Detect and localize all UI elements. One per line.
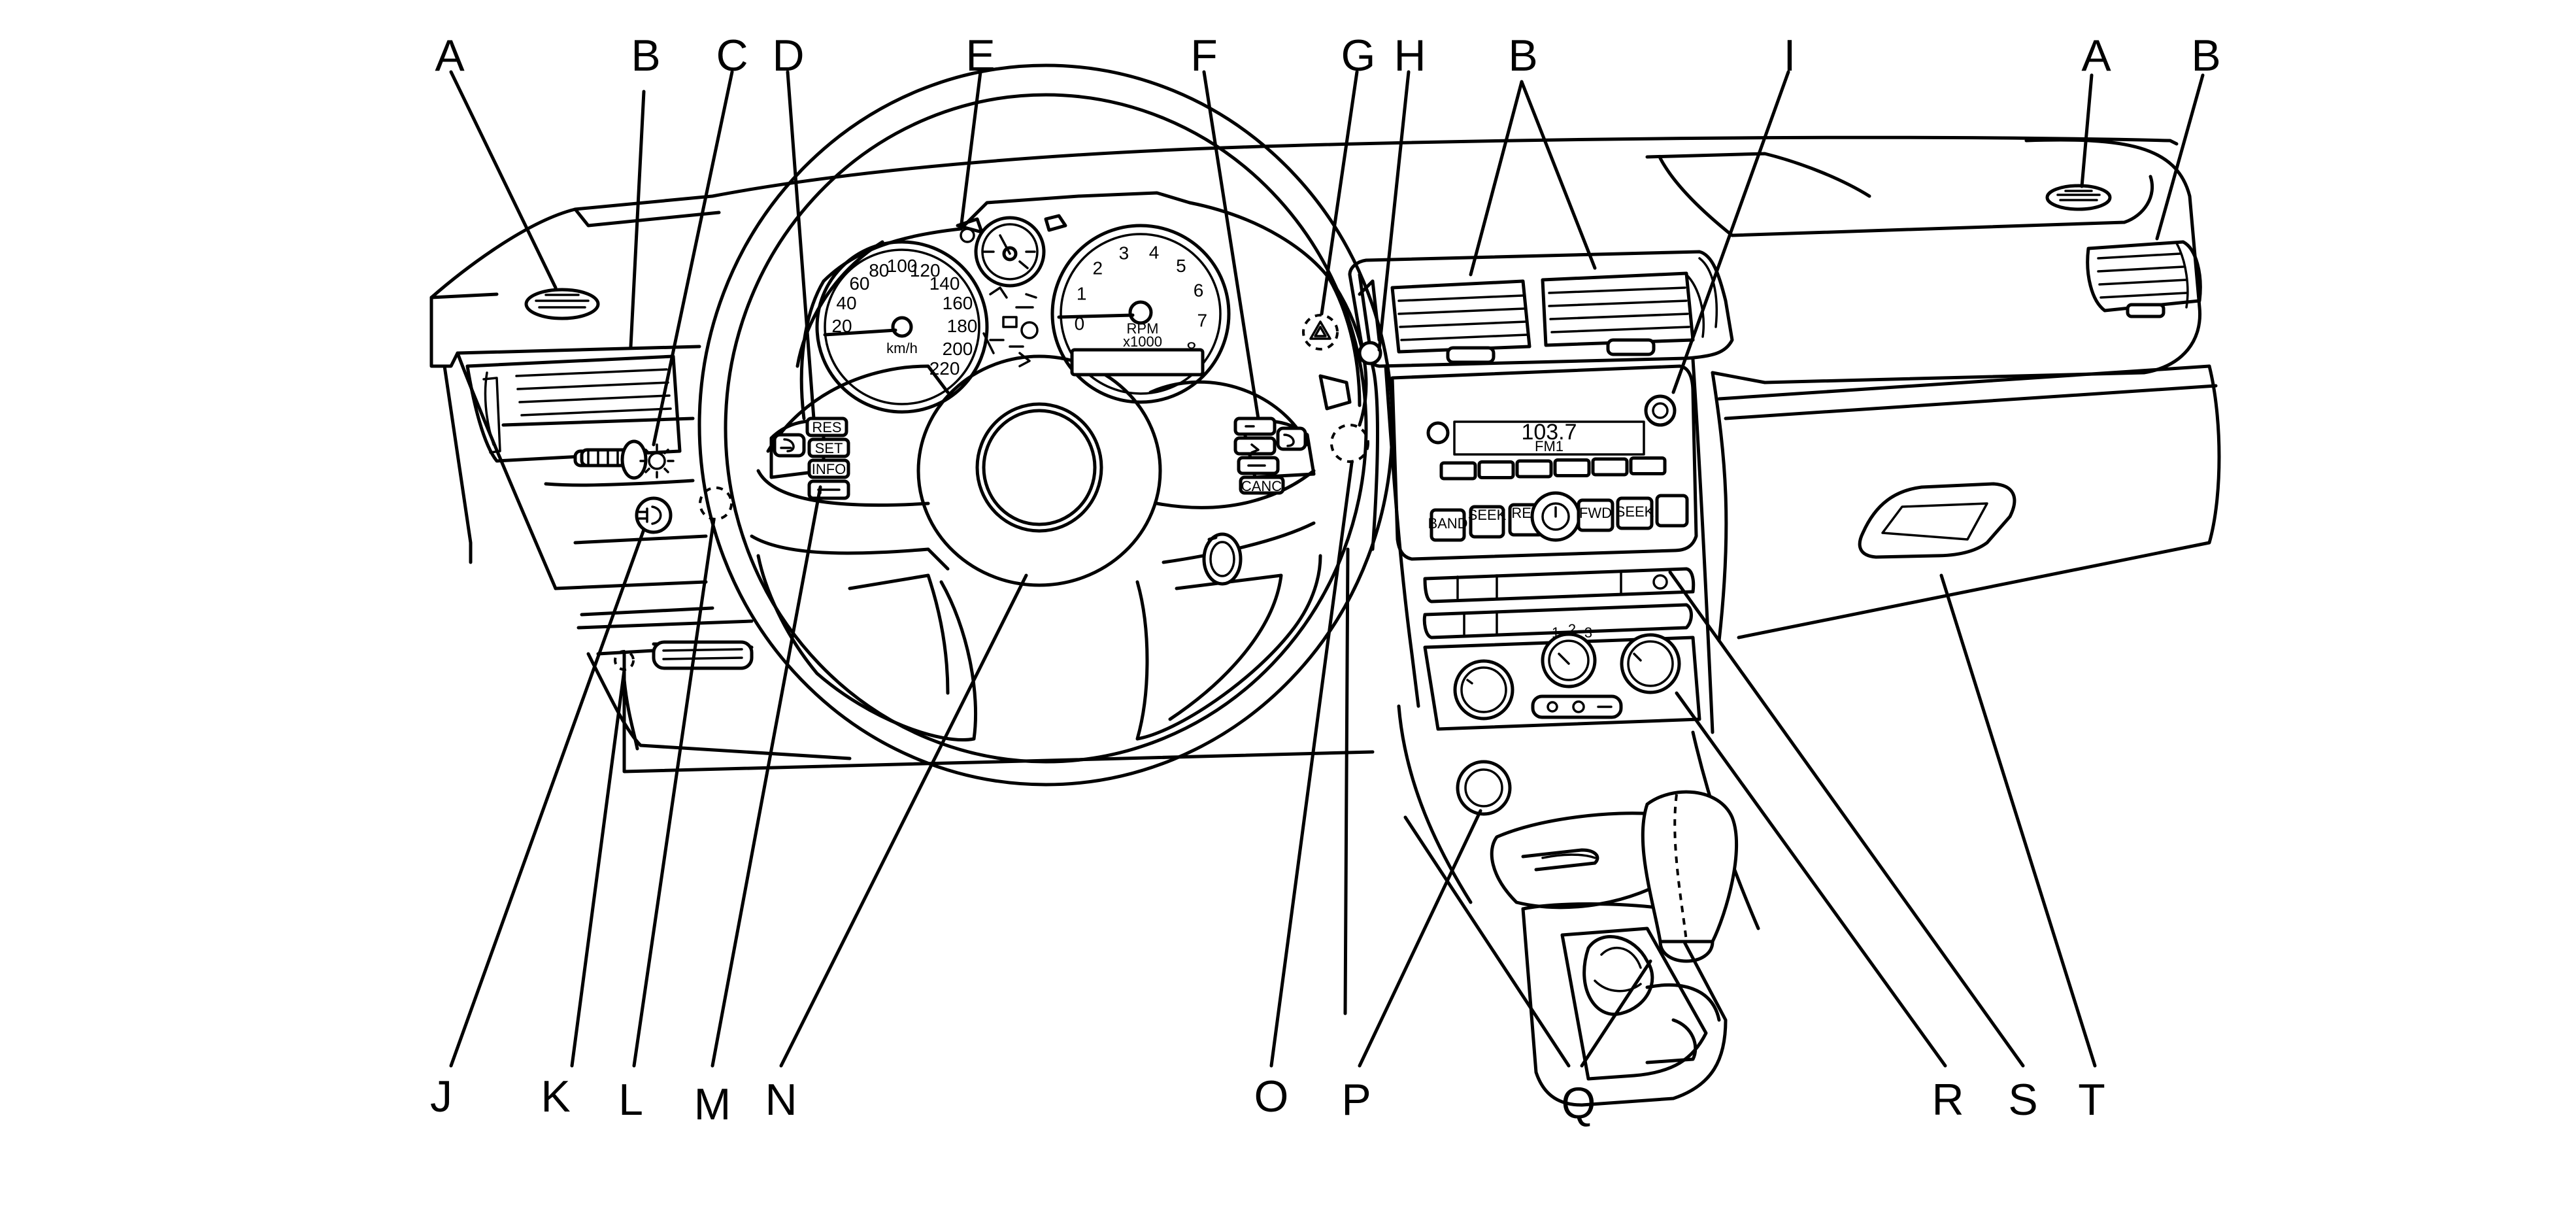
center-vents: [1390, 257, 1718, 364]
speedometer-tick-80: 80: [869, 260, 889, 280]
speedometer-tick-220: 220: [929, 358, 960, 379]
passenger-side-vent: [2086, 240, 2202, 318]
warning-lights: [956, 214, 1067, 367]
set-label: SET: [815, 440, 843, 456]
speedometer-tick-120: 120: [910, 260, 941, 280]
callout-a-right: A: [2081, 31, 2111, 80]
tachometer-unit: RPM: [1127, 320, 1159, 337]
wheel-controls-right: CANC: [1233, 416, 1316, 495]
tachometer-tick-4: 4: [1149, 242, 1160, 262]
passenger-defrost-outlet: [2045, 184, 2112, 211]
callout-i: I: [1784, 31, 1796, 80]
callout-k: K: [541, 1072, 570, 1121]
storage-slot: [1422, 567, 1696, 639]
fog-lamp-button: [635, 496, 673, 534]
tachometer-tick-2: 2: [1093, 258, 1103, 278]
callout-j: J: [430, 1072, 452, 1121]
speedometer-tick-180: 180: [947, 316, 978, 336]
callout-l: L: [618, 1075, 643, 1125]
callout-r: R: [1932, 1075, 1964, 1125]
driver-side-vent: [465, 354, 682, 468]
radio: 103.7 FM1 BAND SEEK REV FWD SEEK: [1390, 364, 1698, 561]
callout-m: M: [694, 1080, 731, 1129]
seek-left-label: SEEK: [1468, 507, 1507, 523]
tachometer-tick-7: 7: [1197, 310, 1208, 330]
callout-g: G: [1341, 31, 1376, 80]
radio-preset-button: [1439, 461, 1477, 481]
info-label: INFO: [812, 461, 846, 477]
callouts-top: A B C D E F G H B I A B: [435, 31, 2220, 80]
radio-preset-button: [1629, 456, 1667, 475]
radio-preset-button: [1553, 458, 1591, 477]
callout-q: Q: [1562, 1078, 1596, 1128]
dimmer-location: [699, 486, 733, 520]
small-gauge: [974, 216, 1046, 288]
wheel-controls-left: RES SET INFO: [769, 416, 850, 500]
callout-b-left: B: [631, 31, 660, 80]
radio-band: FM1: [1535, 438, 1564, 454]
speedometer-tick-60: 60: [849, 273, 869, 294]
driver-defrost-outlet: [524, 288, 600, 320]
callout-t: T: [2078, 1075, 2105, 1125]
callout-b-center: B: [1508, 31, 1537, 80]
steering-wheel: RES SET INFO CANC: [697, 63, 1394, 787]
callout-d: D: [772, 31, 804, 80]
callout-h: H: [1394, 31, 1426, 80]
speedometer-unit: km/h: [886, 340, 918, 356]
ignition-location: [1330, 424, 1369, 463]
radio-preset-button: [1477, 460, 1515, 479]
speedometer-tick-140: 140: [929, 273, 960, 294]
canc-label: CANC: [1241, 478, 1282, 494]
tachometer-tick-0: 0: [1075, 314, 1085, 334]
callout-p: P: [1341, 1075, 1371, 1125]
callout-o: O: [1254, 1072, 1289, 1121]
speedometer-tick-100: 100: [887, 256, 918, 276]
callouts-bottom: J K L M N O P Q R S T: [430, 1072, 2105, 1129]
power-outlet: [1456, 760, 1512, 816]
res-label: RES: [812, 419, 841, 435]
fan-speed-2: 2: [1568, 621, 1576, 638]
tachometer-tick-5: 5: [1176, 256, 1186, 276]
dashboard-outline: [429, 135, 2221, 774]
speedometer-tick-20: 20: [831, 316, 852, 336]
callout-n: N: [765, 1075, 797, 1125]
callout-f: F: [1190, 31, 1218, 80]
tachometer: 012345678 RPM x1000: [1050, 224, 1231, 404]
speedometer-tick-40: 40: [836, 293, 856, 313]
tachometer-tick-6: 6: [1194, 280, 1204, 301]
leader-lines: [449, 70, 2205, 1068]
radio-preset-button: [1591, 457, 1629, 477]
seek-right-label: SEEK: [1616, 503, 1654, 520]
radio-preset-button: [1515, 459, 1553, 479]
radio-frequency: 103.7: [1521, 420, 1577, 445]
callout-e: E: [965, 31, 995, 80]
speedometer-tick-200: 200: [943, 339, 973, 359]
band-label: BAND: [1428, 515, 1467, 532]
callout-s: S: [2008, 1075, 2037, 1125]
tachometer-multiplier: x1000: [1123, 333, 1162, 350]
hazard-button-area: [1302, 314, 1369, 463]
tachometer-tick-3: 3: [1119, 243, 1129, 264]
callout-c: C: [716, 31, 748, 80]
climate-controls: 1 2 3: [1423, 621, 1701, 731]
fan-speed-3: 3: [1584, 624, 1592, 641]
speedometer-tick-160: 160: [943, 293, 973, 313]
callout-a-left: A: [435, 31, 465, 80]
fwd-label: FWD: [1579, 505, 1612, 521]
headlamp-switch: [580, 439, 675, 480]
callout-b-right: B: [2191, 31, 2220, 80]
tachometer-tick-1: 1: [1077, 283, 1087, 303]
fan-speed-1: 1: [1552, 624, 1560, 641]
shift-lever: [1521, 790, 1738, 1107]
